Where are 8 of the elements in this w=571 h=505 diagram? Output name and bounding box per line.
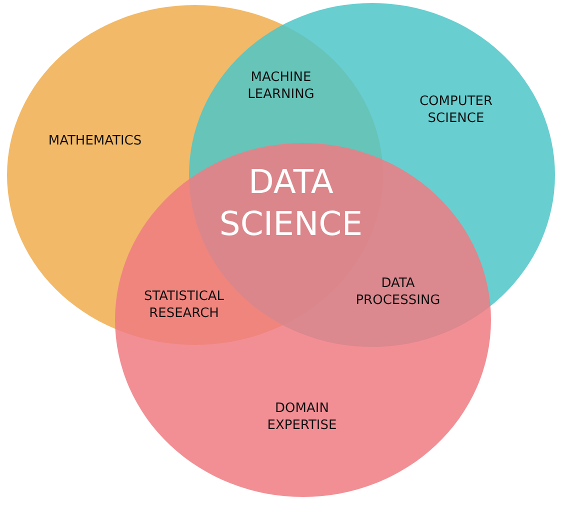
region-label: DATA PROCESSING <box>354 275 442 309</box>
region-label: MACHINE LEARNING <box>246 69 316 103</box>
region-label: STATISTICAL RESEARCH <box>142 288 226 322</box>
set-label: MATHEMATICS <box>47 132 143 150</box>
venn-circle <box>115 143 491 497</box>
center-label: DATA SCIENCE <box>218 161 364 245</box>
set-label: COMPUTER SCIENCE <box>418 93 494 127</box>
set-label: DOMAIN EXPERTISE <box>266 400 338 434</box>
